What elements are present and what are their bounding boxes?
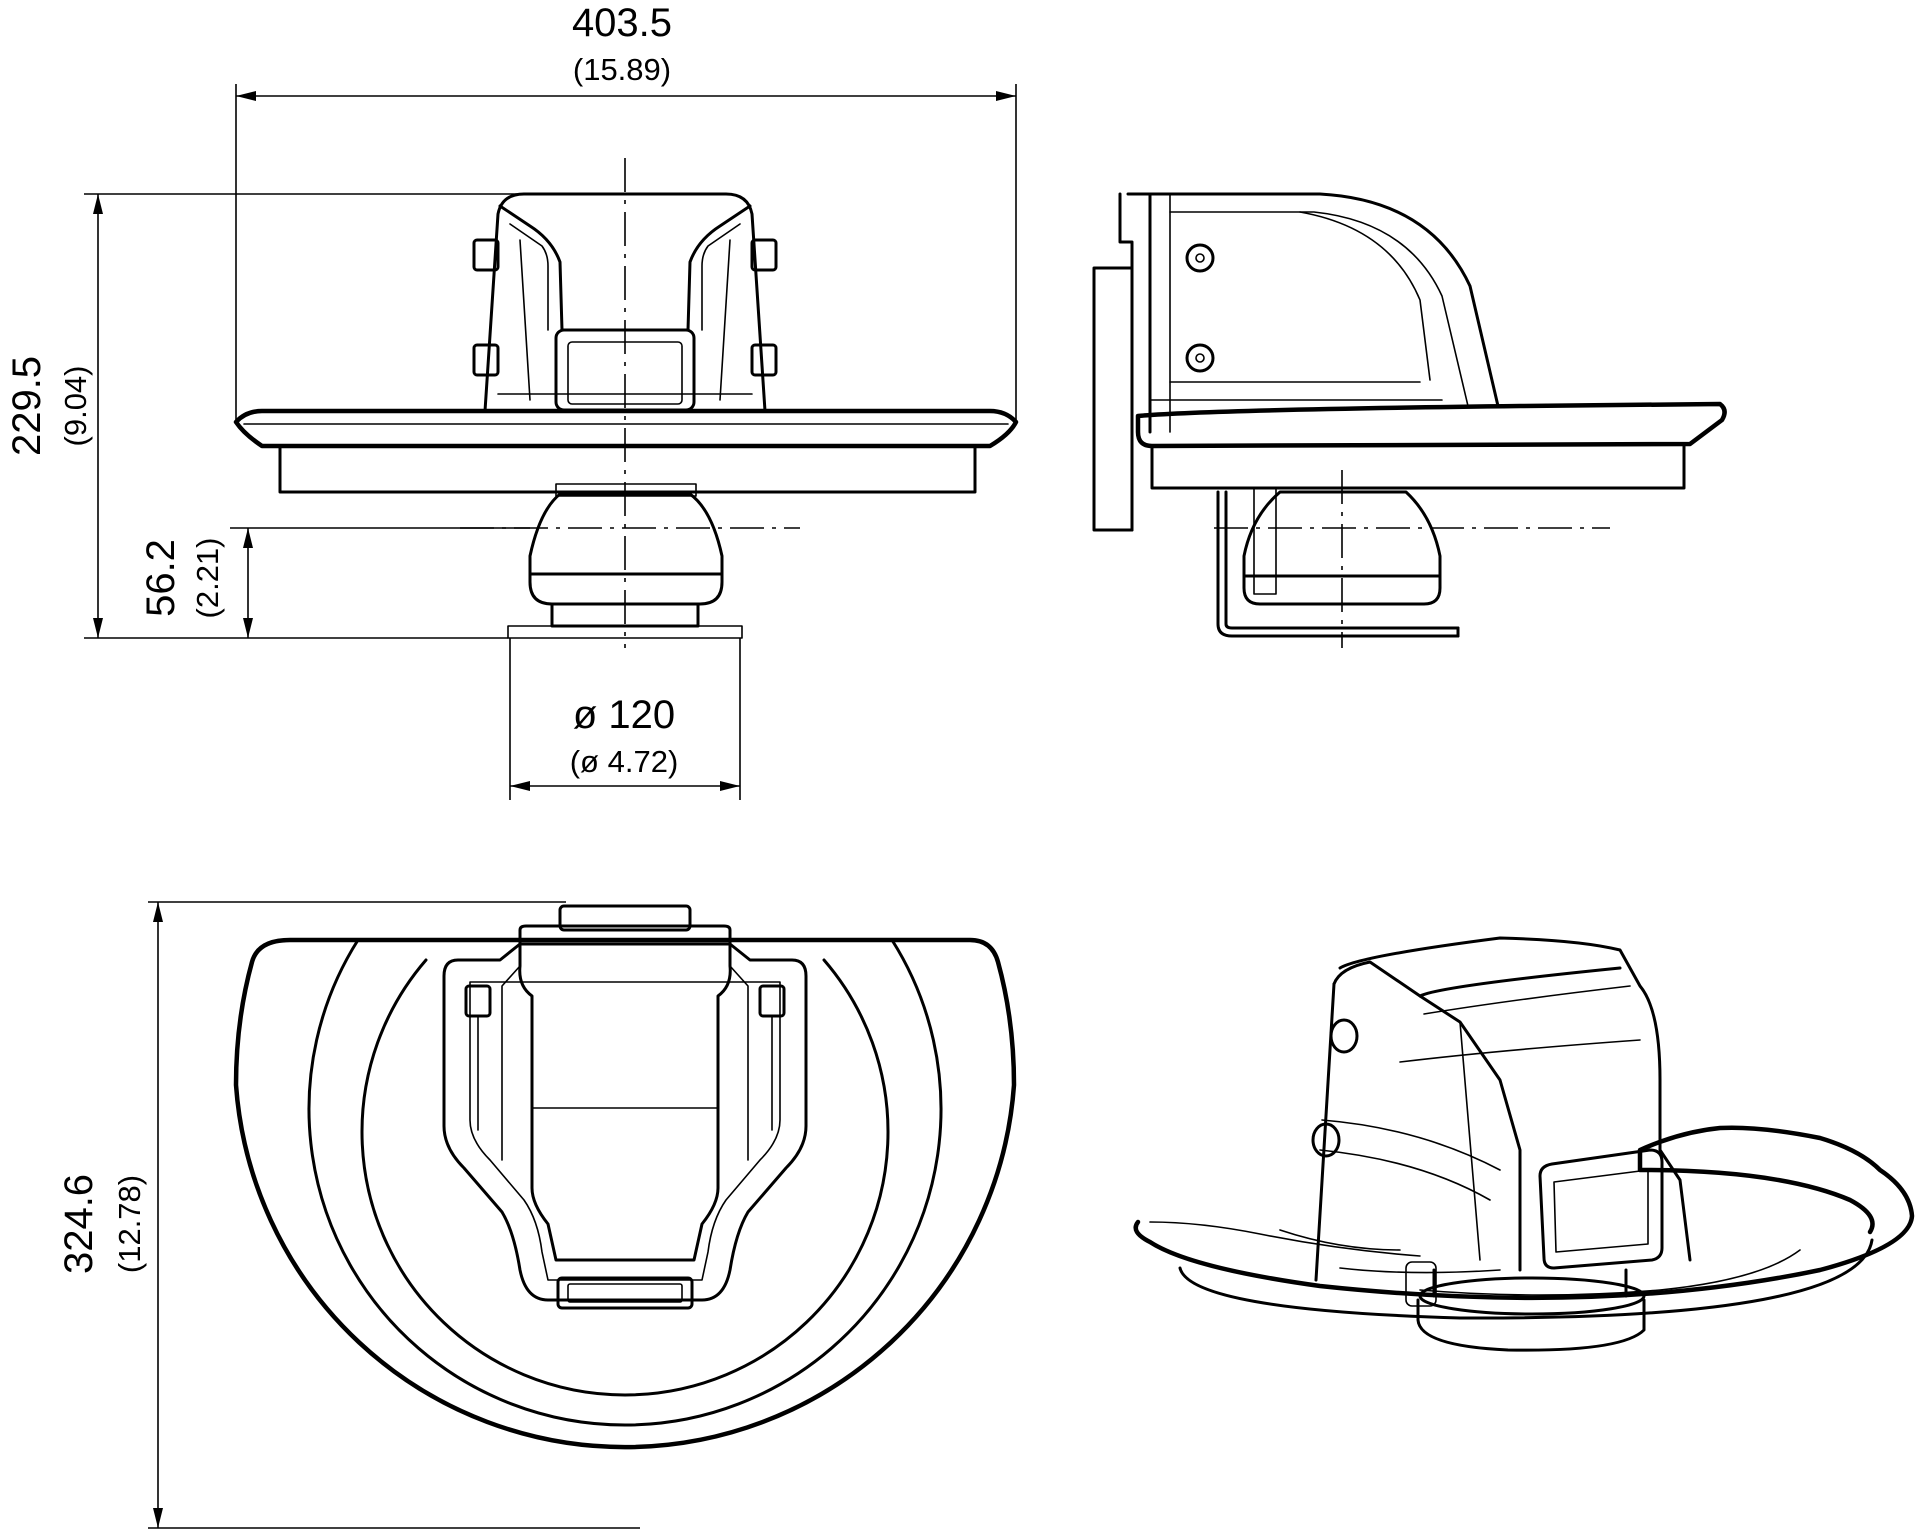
dimension-depth: 324.6 (12.78) [57,901,640,1529]
isometric-view [1133,936,1915,1352]
width-mm-label: 403.5 [572,1,672,45]
dimension-height: 229.5 (9.04) [5,193,520,639]
dimension-base-height: 56.2 (2.21) [139,527,530,638]
base-height-mm-label: 56.2 [139,539,183,617]
dimension-width: 403.5 (15.89) [235,1,1017,420]
height-mm-label: 229.5 [5,356,49,456]
top-view [233,904,1017,1450]
side-view [1092,192,1727,648]
height-inch-label: (9.04) [58,366,93,447]
base-height-inch-label: (2.21) [190,538,225,619]
base-diameter-inch-label: (ø 4.72) [570,744,679,779]
width-inch-label: (15.89) [573,52,671,87]
depth-mm-label: 324.6 [57,1174,101,1274]
front-view [233,158,1019,648]
depth-inch-label: (12.78) [112,1175,147,1273]
base-diameter-mm-label: ø 120 [573,693,675,737]
dimension-base-diameter: ø 120 (ø 4.72) [509,638,741,800]
